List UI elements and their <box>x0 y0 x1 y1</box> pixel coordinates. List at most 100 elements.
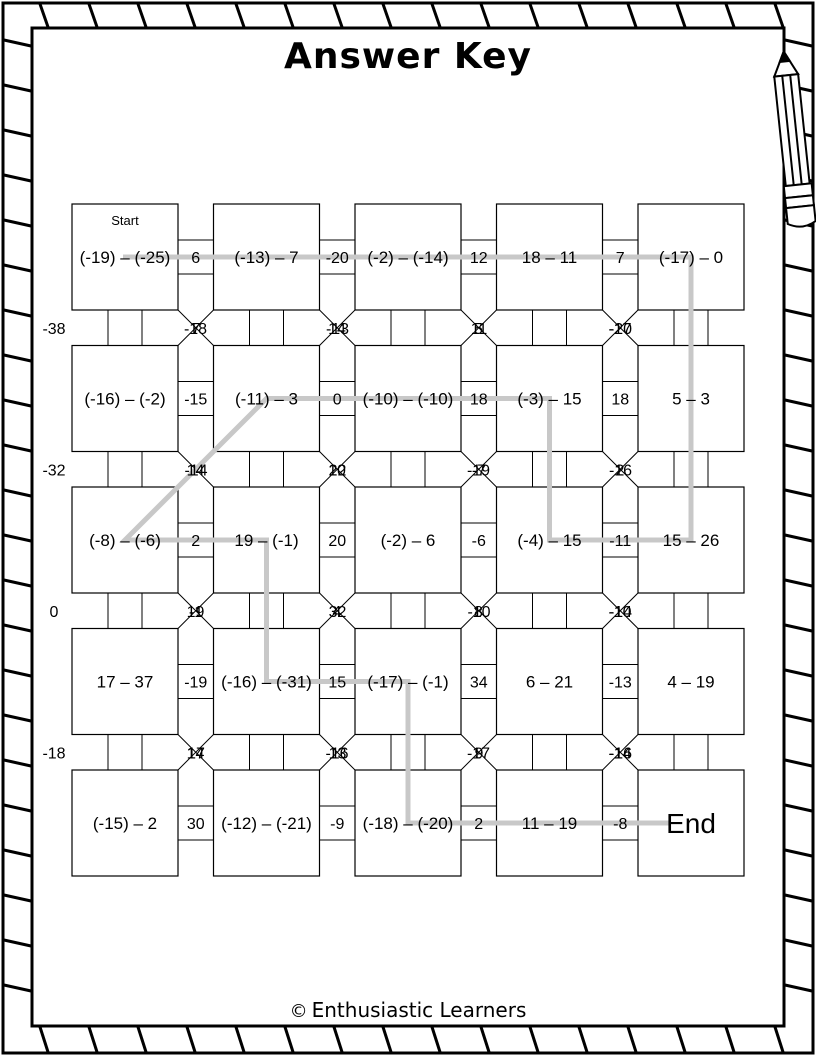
cell-expression: 6 – 21 <box>526 673 573 692</box>
connector-box <box>249 309 284 346</box>
connector-value: -11 <box>609 533 631 550</box>
connector-value: -19 <box>184 675 207 692</box>
maze-cell <box>71 769 179 877</box>
connector-value: 2 <box>474 816 483 833</box>
connector-value: -19 <box>467 462 490 479</box>
solution-path <box>118 254 694 826</box>
cell-expression: 5 – 3 <box>672 390 710 409</box>
maze-cell <box>71 344 179 453</box>
connector-value: 34 <box>470 675 488 692</box>
connector-value: -1 <box>189 604 203 621</box>
diagonal-line <box>602 592 639 629</box>
connector-value: 15 <box>328 675 346 692</box>
cell-expression: (-4) – 15 <box>517 531 581 550</box>
connector-value: 6 <box>191 250 200 267</box>
connector-value: -13 <box>326 321 349 338</box>
cell-expression: (-17) – 0 <box>659 248 723 267</box>
connector-box <box>390 451 426 488</box>
connector-value: -18 <box>42 745 65 762</box>
copyright-footer: ©Enthusiastic Learners <box>0 998 816 1022</box>
connector-box <box>107 451 143 488</box>
connector-box <box>460 522 497 558</box>
cell-expression: (-2) – 6 <box>381 531 436 550</box>
footer-text: Enthusiastic Learners <box>311 998 527 1022</box>
diagonal-line <box>319 451 356 488</box>
diagonal-line <box>460 309 497 346</box>
connector-value: -32 <box>42 462 65 479</box>
connector-value: -10 <box>608 604 631 621</box>
maze-cell <box>212 769 321 877</box>
page-title: Answer Key <box>283 36 533 77</box>
connector-box <box>319 522 356 558</box>
cell-expression: 19 – (-1) <box>234 531 298 550</box>
cell-expression: 4 – 19 <box>667 673 714 692</box>
connector-value: 18 <box>611 392 629 409</box>
maze-cell <box>637 627 745 736</box>
connector-box <box>532 592 567 629</box>
connector-value: 14 <box>187 745 205 762</box>
cell-expression: (-8) – (-6) <box>89 531 161 550</box>
cell-expression: (-16) – (-31) <box>221 673 312 692</box>
diagonal-line <box>319 734 356 771</box>
cell-expression: 17 – 37 <box>97 673 154 692</box>
connector-value: 0 <box>50 604 59 621</box>
solution-path-line <box>118 254 694 826</box>
cell-expression: 15 – 26 <box>663 531 720 550</box>
connector-value: -38 <box>42 321 65 338</box>
connector-value: 13 <box>329 745 347 762</box>
connector-value: 32 <box>329 604 347 621</box>
cell-expression: (-19) – (-25) <box>80 248 171 267</box>
connector-value: -13 <box>609 675 632 692</box>
connector-value: 7 <box>616 250 625 267</box>
diagonal-line <box>177 309 214 346</box>
connector-box <box>532 734 567 771</box>
connector-value: -6 <box>472 533 486 550</box>
connector-value: 17 <box>187 745 205 762</box>
cell-expression: (-17) – (-1) <box>367 673 448 692</box>
connector-value: 30 <box>187 816 205 833</box>
connector-box <box>390 592 426 629</box>
cell-expression: (-16) – (-2) <box>84 390 165 409</box>
connector-value: -10 <box>467 604 490 621</box>
connector-value: -17 <box>608 321 631 338</box>
diagonal-line <box>602 309 639 346</box>
connector-value: 9 <box>475 745 484 762</box>
connector-value: 4 <box>333 604 342 621</box>
connector-value: 8 <box>474 604 483 621</box>
connector-box <box>390 309 426 346</box>
connector-value: -8 <box>613 816 627 833</box>
cell-expression: (-3) – 15 <box>517 390 581 409</box>
diagonal-line <box>602 451 639 488</box>
connector-value: 0 <box>333 392 342 409</box>
connector-value: -14 <box>184 462 207 479</box>
diagonal-line <box>460 734 497 771</box>
cell-expression: 18 – 11 <box>522 248 577 267</box>
connector-box <box>249 451 284 488</box>
copyright-symbol: © <box>289 1001 308 1022</box>
connector-value: -16 <box>609 745 632 762</box>
connector-value: -16 <box>609 462 632 479</box>
connector-value: -17 <box>467 745 490 762</box>
connector-value: -20 <box>609 321 632 338</box>
connector-value: 22 <box>329 462 347 479</box>
connector-value: -14 <box>609 604 632 621</box>
connector-box <box>249 734 284 771</box>
connector-box <box>107 309 143 346</box>
diagonal-line <box>177 592 214 629</box>
diagonal-connector-lines <box>177 309 639 771</box>
connector-value: -16 <box>325 745 348 762</box>
connector-box <box>107 592 143 629</box>
diagonal-line <box>460 451 497 488</box>
cell-expression: (-12) – (-21) <box>221 814 312 833</box>
connector-box <box>532 309 567 346</box>
maze-labels: (-19) – (-25)(-13) – 7(-2) – (-14)18 – 1… <box>42 213 723 839</box>
connector-value: -20 <box>326 250 349 267</box>
cell-expression: (-10) – (-10) <box>363 390 454 409</box>
diagonal-line <box>177 734 214 771</box>
cell-expression: 11 – 19 <box>522 814 577 833</box>
connector-value: 19 <box>187 604 205 621</box>
connector-value: 2 <box>616 462 625 479</box>
connector-value: -18 <box>184 321 207 338</box>
maze-cell <box>71 627 179 736</box>
connector-value: -15 <box>184 392 207 409</box>
